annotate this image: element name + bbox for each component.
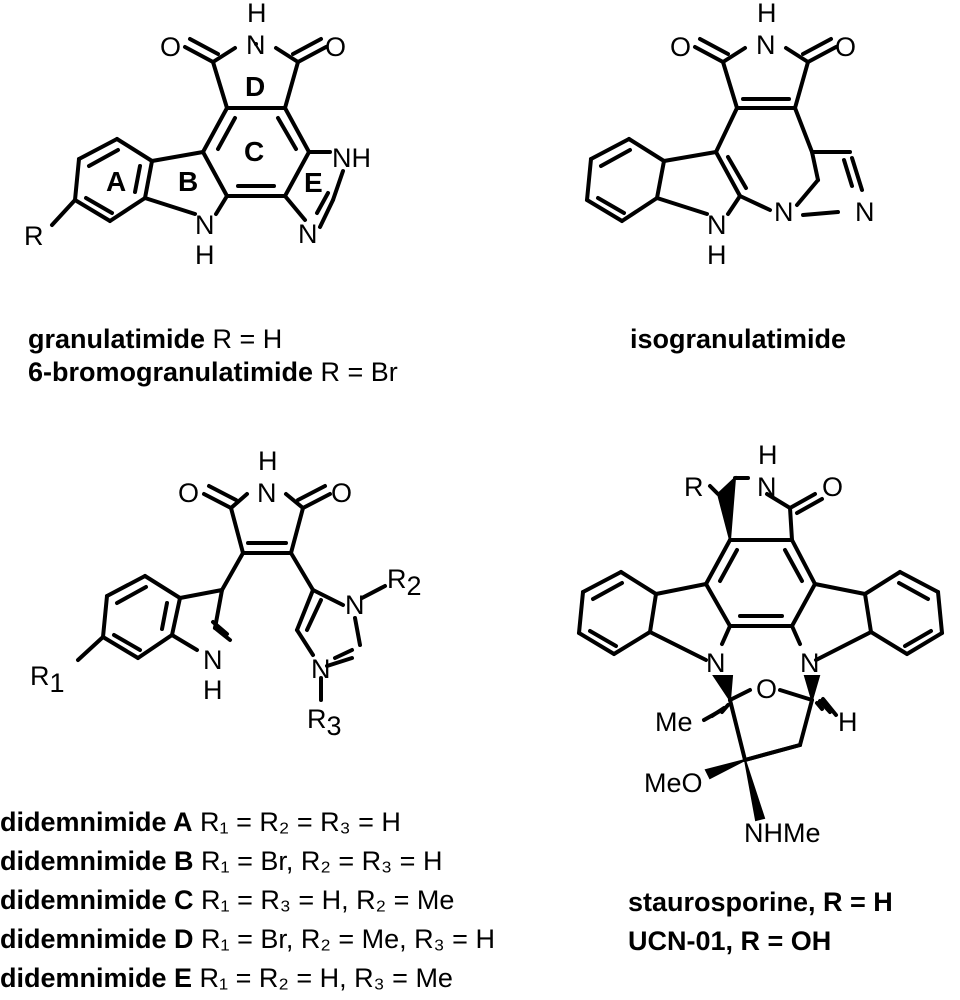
didemnimide-r3: R3 — [307, 704, 342, 741]
caption-line-ucn-01: UCN-01, R = OH — [628, 926, 832, 956]
caption-line-didemnimide-b: didemnimide B R₁ = Br, R₂ = R₃ = H — [0, 846, 443, 876]
staurosporine-h-top: H — [758, 440, 778, 470]
caption-line-didemnimide-a: didemnimide A R₁ = R₂ = R₃ = H — [0, 807, 401, 837]
granulatimide-h-top: H — [247, 0, 267, 28]
ring-label-c: C — [244, 136, 264, 167]
ring-label-b: B — [178, 166, 198, 197]
granulatimide-o-right: O — [325, 32, 346, 62]
didemnimide-n-top: N — [257, 478, 277, 508]
didemnimide-r2: R2 — [387, 564, 422, 601]
granulatimide-n-imid: N — [298, 219, 318, 249]
staurosporine-me: Me — [655, 707, 693, 737]
isogranulatimide-n-indole: N — [707, 210, 727, 240]
didemnimide-caption: didemnimide A R₁ = R₂ = R₃ = H didemnimi… — [0, 803, 495, 998]
isogranulatimide-n-imid: N — [855, 197, 875, 227]
staurosporine-structure — [577, 475, 944, 822]
didemnimide-o-right: O — [331, 478, 352, 508]
staurosporine-meo: MeO — [644, 768, 703, 798]
granulatimide-n-indole: N — [195, 210, 215, 240]
staurosporine-caption: staurosporine, R = H UCN-01, R = OH — [628, 883, 893, 961]
granulatimide-o-left: O — [160, 32, 181, 62]
didemnimide-structure — [76, 484, 387, 702]
caption-line-granulatimide: granulatimide R = H — [28, 324, 283, 354]
staurosporine-labels: H N R O N N O Me H MeO NHMe — [644, 440, 858, 848]
staurosporine-o-ring: O — [756, 674, 777, 704]
granulatimide-labels: H N O O D C A B E NH N N H R — [24, 0, 371, 270]
didemnimide-r1: R1 — [30, 661, 65, 698]
didemnimide-labels: H N O O N H R1 N R2 N R3 — [30, 446, 422, 741]
isogranulatimide-o-left: O — [670, 32, 691, 62]
isogranulatimide-o-right: O — [835, 32, 856, 62]
staurosporine-n-top: N — [757, 472, 777, 502]
ring-label-e: E — [304, 167, 323, 198]
granulatimide-structure — [50, 37, 345, 229]
caption-line-didemnimide-e: didemnimide E R₁ = R₂ = H, R₃ = Me — [0, 963, 453, 993]
ring-label-a: A — [106, 166, 126, 197]
caption-line-6-bromogranulatimide: 6-bromogranulatimide R = Br — [28, 357, 398, 387]
granulatimide-caption: granulatimide R = H 6-bromogranulatimide… — [28, 323, 398, 389]
caption-line-staurosporine: staurosporine, R = H — [628, 887, 893, 917]
staurosporine-h-ring: H — [838, 707, 858, 737]
staurosporine-n-right: N — [800, 648, 820, 678]
isogranulatimide-caption: isogranulatimide — [630, 324, 847, 354]
granulatimide-n-top: N — [246, 30, 266, 60]
isogranulatimide-structure — [585, 37, 864, 223]
isogranulatimide-n-top: N — [756, 30, 776, 60]
granulatimide-h-indole: H — [195, 240, 215, 270]
didemnimide-h-top: H — [258, 446, 278, 476]
didemnimide-o-left: O — [178, 478, 199, 508]
granulatimide-r: R — [24, 221, 44, 251]
didemnimide-h-indole: H — [203, 675, 223, 705]
caption-line-didemnimide-d: didemnimide D R₁ = Br, R₂ = Me, R₃ = H — [0, 924, 495, 954]
ring-label-d: D — [245, 71, 265, 102]
granulatimide-nh-imid: NH — [332, 143, 371, 173]
staurosporine-nhme: NHMe — [744, 818, 821, 848]
didemnimide-n-imid-bot: N — [311, 654, 331, 684]
staurosporine-r: R — [684, 472, 704, 502]
didemnimide-n-imid-top: N — [345, 590, 365, 620]
caption-line-didemnimide-c: didemnimide C R₁ = R₃ = H, R₂ = Me — [0, 885, 455, 915]
didemnimide-n-indole: N — [203, 645, 223, 675]
isogranulatimide-h-indole: H — [707, 240, 727, 270]
staurosporine-n-left: N — [706, 648, 726, 678]
staurosporine-o-right: O — [822, 472, 843, 502]
isogranulatimide-h-top: H — [757, 0, 777, 28]
isogranulatimide-n-ring: N — [774, 197, 794, 227]
isogranulatimide-labels: H N O O N N N H — [670, 0, 875, 270]
